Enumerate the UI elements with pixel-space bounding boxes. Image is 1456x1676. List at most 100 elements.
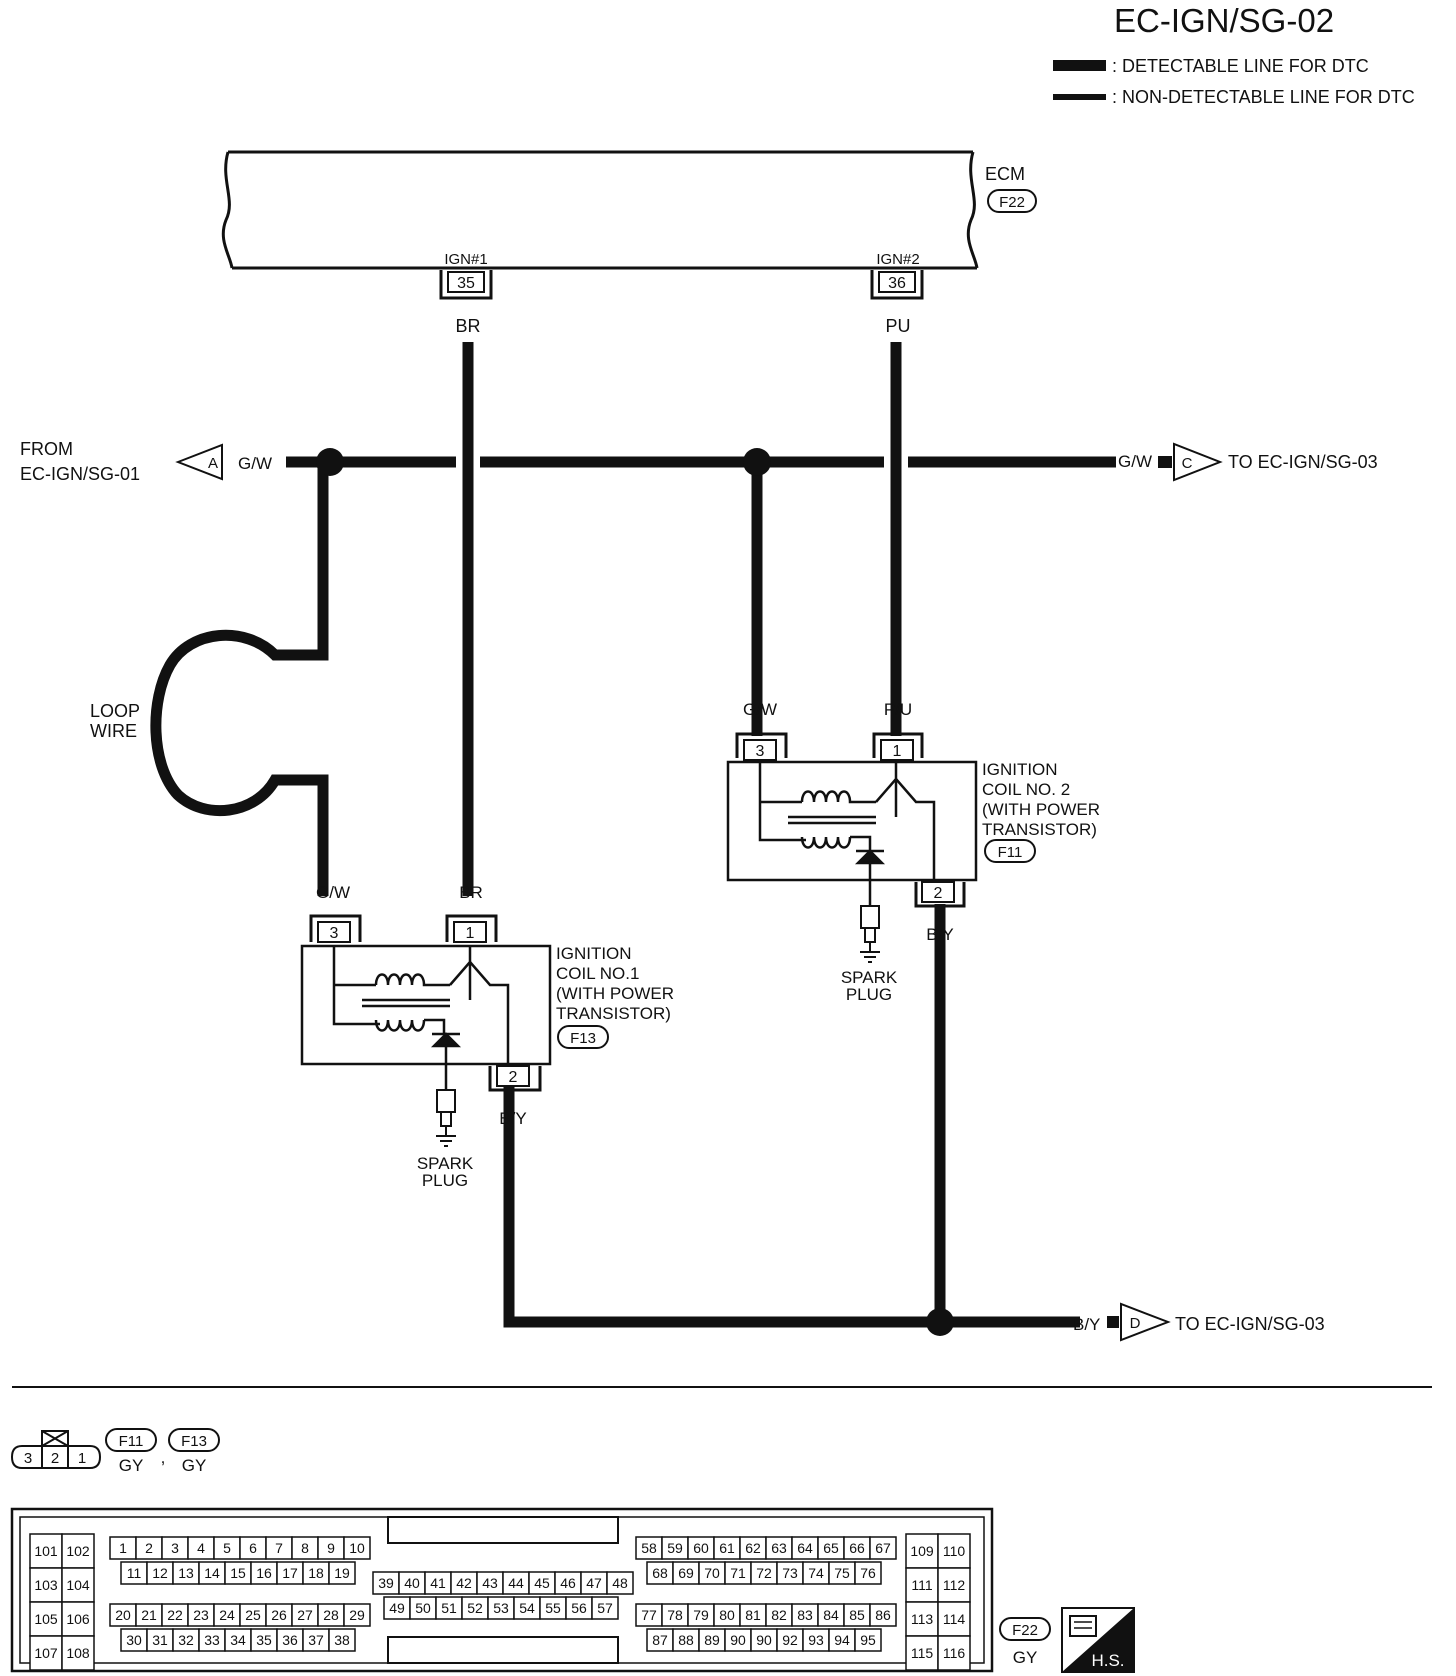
ecm-pin-number: 70	[704, 1565, 720, 1581]
f13-badge	[168, 1428, 220, 1452]
ecm-pin-number: 83	[797, 1607, 813, 1623]
ecm-pin-number: 42	[456, 1575, 472, 1591]
ignition-coil-1: G/W BR 3 1 2 B/Y SPARK PLUG I	[300, 883, 674, 1190]
face-pin-1: 1	[78, 1450, 86, 1467]
ecm-pin-36	[878, 271, 916, 293]
legend-non-detectable: : NON-DETECTABLE LINE FOR DTC	[1112, 87, 1415, 107]
f11-color: GY	[119, 1456, 144, 1475]
ecm-pin-number: 67	[875, 1540, 891, 1556]
ecm-pin-number: 62	[745, 1540, 761, 1556]
ignition-coil-2: G/W P/U 3 1 2 B/Y SPARK PLUG	[726, 700, 1100, 1004]
ecm-pin-number: 26	[271, 1607, 287, 1623]
ecm-pin-number: 56	[571, 1600, 587, 1616]
ecm-pin-number: 65	[823, 1540, 839, 1556]
marker-c-letter: C	[1182, 455, 1193, 472]
coil2-title-line2: COIL NO. 2	[982, 780, 1070, 799]
ecm-pin-number: 57	[597, 1600, 613, 1616]
ecm-pin-number: 35	[256, 1632, 272, 1648]
ecm-pin-number: 2	[145, 1540, 153, 1556]
ecm-pin-number: 95	[860, 1632, 876, 1648]
ecm-pin-number: 92	[782, 1632, 798, 1648]
ecm-pin-number: 102	[66, 1543, 90, 1559]
coil2-spark-plug-line1: SPARK	[841, 968, 898, 987]
f22-id: F22	[1012, 1622, 1038, 1639]
marker-d-stub	[1107, 1316, 1119, 1328]
ecm-pin-number: 66	[849, 1540, 865, 1556]
marker-d-destination: TO EC-IGN/SG-03	[1175, 1314, 1325, 1334]
marker-c-stub	[1158, 456, 1172, 468]
ecm-pin-number: 44	[508, 1575, 524, 1591]
ecm-pin-cell	[854, 1628, 882, 1652]
ecm-pin-number: 41	[430, 1575, 446, 1591]
coil2-title-line4: TRANSISTOR)	[982, 820, 1097, 839]
coil2-pin-1	[880, 739, 914, 761]
coil2-pin-3	[743, 739, 777, 761]
ecm-pin-number: 29	[349, 1607, 365, 1623]
face-pin-2: 2	[51, 1450, 59, 1467]
ecm-pin-number: 63	[771, 1540, 787, 1556]
ecm-pin-cell	[937, 1601, 971, 1637]
coil2-pin-2-label: 2	[934, 885, 943, 902]
ecm-box	[221, 150, 979, 270]
ecm-pin-number: 59	[667, 1540, 683, 1556]
ecm-pin-number: 5	[223, 1540, 231, 1556]
ecm-pin-number: 114	[943, 1611, 966, 1627]
splice-by	[926, 1308, 954, 1336]
coil1-title-line4: TRANSISTOR)	[556, 1004, 671, 1023]
ecm-pin-number: 3	[171, 1540, 179, 1556]
coil2-connector-id: F11	[998, 844, 1023, 861]
f22-color: GY	[1013, 1648, 1038, 1667]
ecm-pin-number: 20	[115, 1607, 131, 1623]
ecm-pin-number: 78	[667, 1607, 683, 1623]
ecm-pin-number: 48	[612, 1575, 628, 1591]
coil2-connector-badge	[984, 839, 1036, 863]
ecm-pin-number: 111	[911, 1577, 932, 1593]
ecm-pin-number: 106	[66, 1611, 90, 1627]
ecm-pin-number: 81	[745, 1607, 761, 1623]
ecm-pin-number: 8	[301, 1540, 309, 1556]
coil1-pin-1-label: 1	[466, 925, 475, 942]
ecm-pin-cell	[905, 1567, 939, 1603]
marker-c-arrow	[1173, 442, 1223, 482]
ecm-pin-number: 76	[860, 1565, 876, 1581]
ecm-pin-number: 50	[415, 1600, 431, 1616]
ecm-pin-number: 38	[334, 1632, 350, 1648]
ecm-pin-cell	[606, 1571, 634, 1595]
ecm-pin-number: 79	[693, 1607, 709, 1623]
ecm-pin-number: 73	[782, 1565, 798, 1581]
coil-connector-face: 3 2 1	[10, 1430, 102, 1469]
detectable-line-sample	[1053, 60, 1106, 71]
ecm-pin-number: 34	[230, 1632, 246, 1648]
ecm-pin-number: 27	[297, 1607, 313, 1623]
ecm-pin-number: 86	[875, 1607, 891, 1623]
ecm-pin-number: 115	[911, 1645, 934, 1661]
wire-by-coil1	[503, 1084, 1080, 1328]
ecm-pin-cell	[869, 1536, 897, 1560]
ecm-pin-number: 89	[704, 1632, 720, 1648]
ecm-pin-number: 84	[823, 1607, 839, 1623]
ecm-pin-35	[447, 271, 485, 293]
coil2-body	[726, 760, 978, 882]
marker-d-wire: B/Y	[1073, 1315, 1100, 1334]
ecm-pin-number: 112	[943, 1577, 966, 1593]
ecm-pin-number: 31	[152, 1632, 168, 1648]
from-label-line1: FROM	[20, 439, 73, 459]
ecm-pin-number: 46	[560, 1575, 576, 1591]
coil1-body	[300, 944, 552, 1066]
ecm-pin-number: 68	[652, 1565, 668, 1581]
ecm-pin-number: 40	[404, 1575, 420, 1591]
non-detectable-line-sample	[1053, 94, 1106, 100]
ecm-pin-number: 109	[910, 1543, 934, 1559]
coil1-spark-plug-line2: PLUG	[422, 1171, 468, 1190]
coil2-pin-2	[921, 881, 955, 903]
ecm-pin-number: 32	[178, 1632, 194, 1648]
ecm-pin-number: 4	[197, 1540, 205, 1556]
ecm-pin-number: 18	[308, 1565, 324, 1581]
ecm-pin-cell	[61, 1601, 95, 1637]
coil1-connector-badge	[557, 1025, 609, 1049]
page-title: EC-IGN/SG-02	[1114, 2, 1334, 39]
ecm-pin-cell	[29, 1601, 63, 1637]
ecm-pin-number: 82	[771, 1607, 787, 1623]
ecm-pin-number: 36	[282, 1632, 298, 1648]
